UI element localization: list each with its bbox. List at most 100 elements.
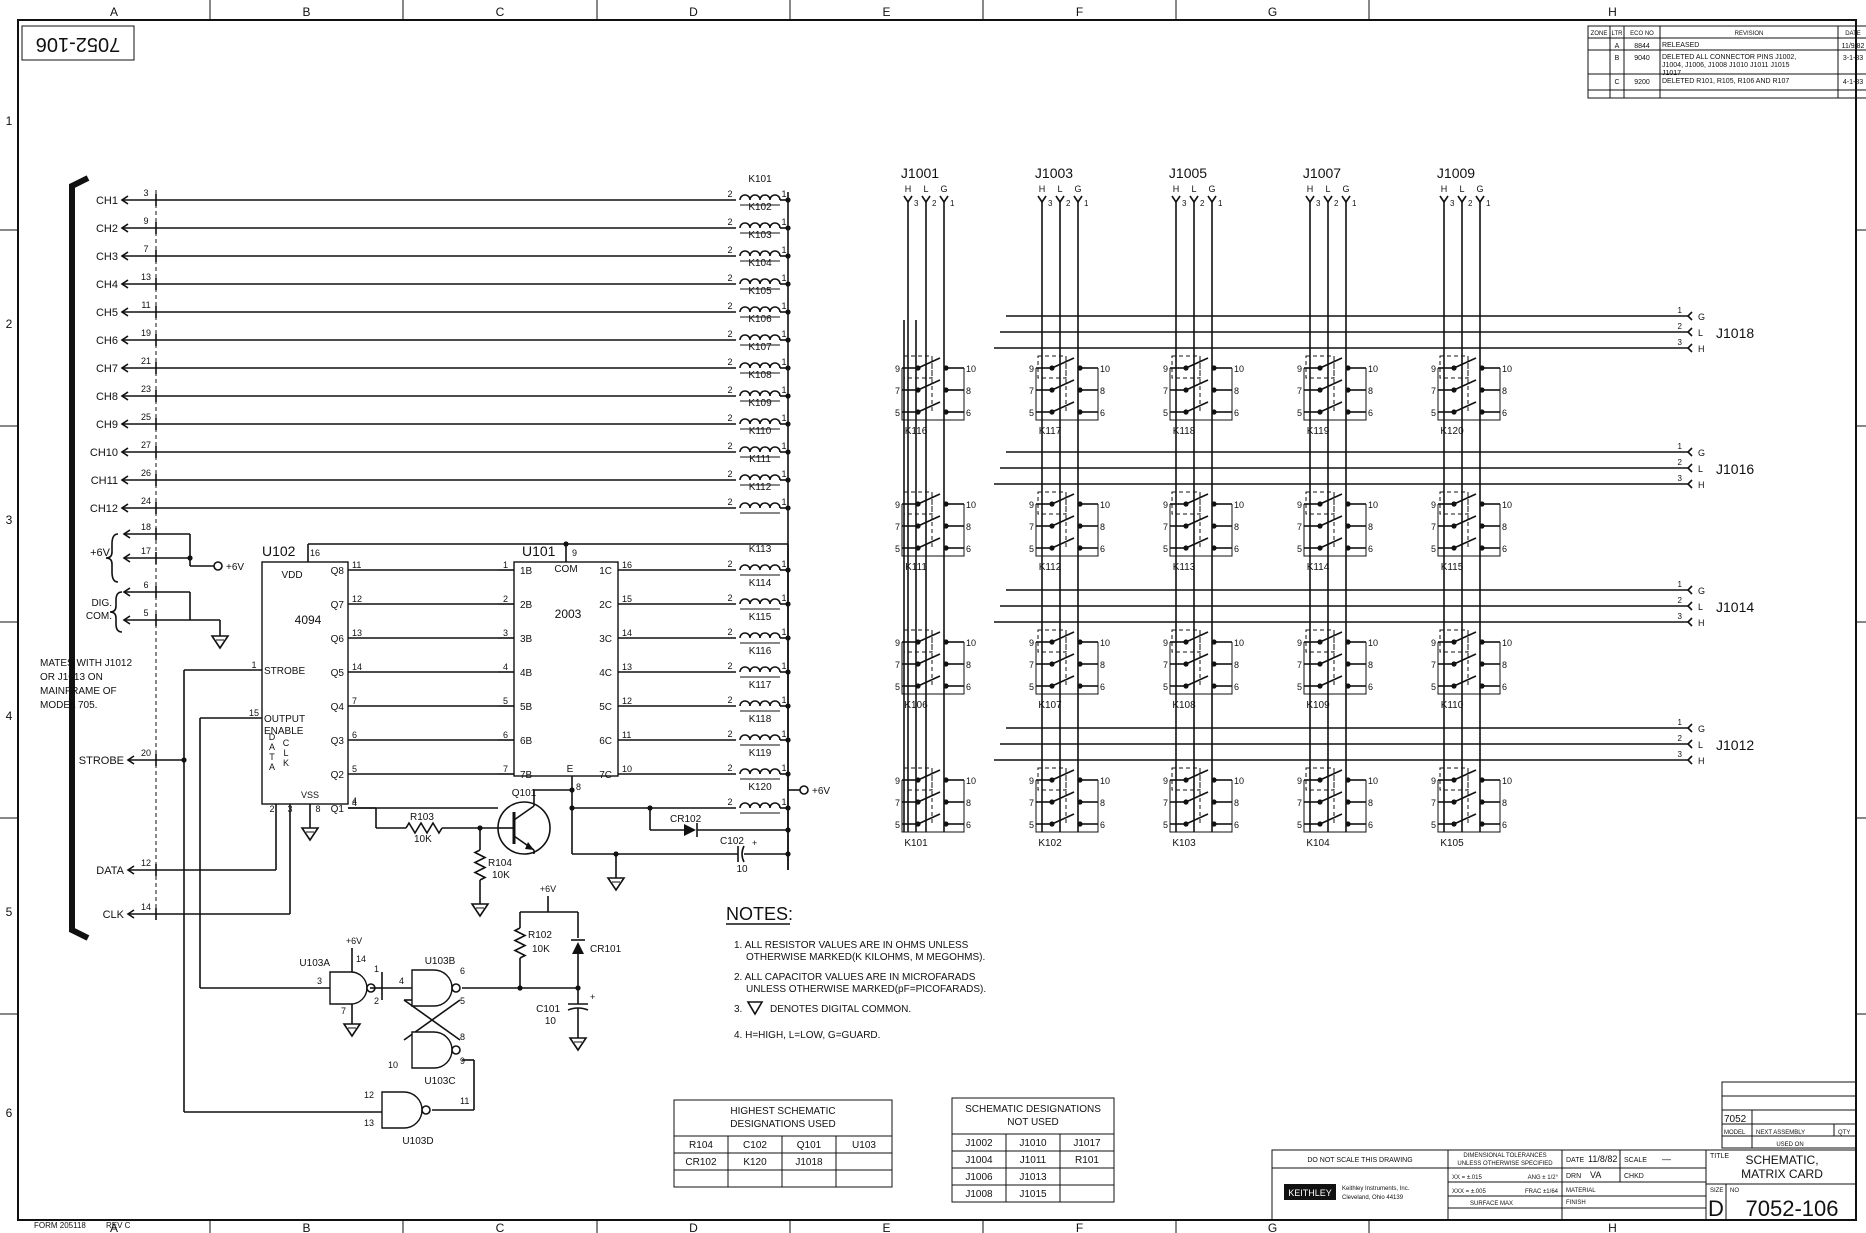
relay-ref: K113 [749,544,772,555]
u102-oe: OUTPUT [264,714,305,725]
relay-ref: K107 [748,342,772,353]
junction-dot [785,421,791,427]
pin-number: 14 [352,662,362,672]
pin-number: 7 [1163,660,1168,670]
cell-outline [1437,368,1501,421]
pin-number: 8 [966,386,971,396]
u101-output-name: 4C [599,668,612,679]
table-cell: J1013 [1019,1172,1047,1183]
contact-blade [1185,401,1209,413]
coil-pin: 1 [781,627,786,637]
contact-blade [917,813,941,825]
hlg-label: L [1057,184,1062,194]
pin-number: 9 [895,776,900,786]
relay-ref: K120 [1440,426,1464,437]
coil-loops [739,390,781,397]
pin-number: 4 [352,796,357,806]
coil-pin: 1 [781,245,786,255]
r104-ref: R104 [488,858,512,869]
channel-label: CH6 [96,335,118,347]
mates-note: MAINFRAME OF [40,686,117,697]
connector-arrow [1341,195,1351,204]
relay-ref: K110 [1441,700,1464,711]
u102-part: 4094 [295,613,322,627]
coil-pin: 2 [727,729,732,739]
contact-blade [1319,515,1343,527]
tb-size-label: SIZE [1710,1188,1723,1194]
relay-ref: K103 [1172,838,1196,849]
connector-arrow [1305,195,1315,204]
pin-number: 7 [1029,386,1034,396]
rev-cell: B [1615,55,1620,62]
relay-ref: K119 [1307,426,1330,437]
contact-blade [1051,515,1075,527]
pin-number: 9 [1431,500,1436,510]
table-title: HIGHEST SCHEMATIC [730,1106,835,1117]
hlg-label: G [1208,184,1215,194]
u102-output-name: Q7 [331,600,345,611]
ground-icon [568,1030,588,1052]
contact-blade [1319,537,1343,549]
connector-pin-number: 6 [143,580,148,590]
pin-number: 1 [1084,199,1089,208]
pin-number: 7 [1029,522,1034,532]
supply-terminal [213,561,223,571]
contact-blade [1051,813,1075,825]
connector-arrow [1475,195,1485,204]
table-cell: J1015 [1019,1189,1047,1200]
coil-pin: 2 [727,385,732,395]
u101-input-name: 7B [520,770,533,781]
rev-header: REVISION [1735,31,1764,37]
hlg-label: G [1698,724,1705,734]
gate-bubble [421,1105,431,1115]
tb-no-label: NO [1730,1188,1739,1194]
note-line: UNLESS OTHERWISE MARKED(pF=PICOFARADS). [746,984,986,995]
pin-number: 8 [315,804,320,814]
pin-number: 9 [460,1056,465,1066]
connector-arrow [1189,195,1199,204]
table-cell: R101 [1075,1155,1099,1166]
ground-triangle [606,877,626,892]
connector-arrow [939,195,949,204]
ground-triangle [568,1037,588,1052]
pin-number: 8 [1234,798,1239,808]
connector-arrow [1439,195,1449,204]
cell-outline [901,504,965,557]
junction-dot [569,787,575,793]
pin-number: 3 [503,628,508,638]
contact-blade [1051,379,1075,391]
ground-icon [210,628,230,650]
connector-arrow [903,195,913,204]
relay-ref: K109 [748,398,772,409]
ground-triangle [300,827,320,842]
pin-number: 9 [1431,638,1436,648]
table-cell: J1011 [1020,1155,1047,1166]
contact-blade [1185,791,1209,803]
coil-loops [739,334,781,341]
tb-scale: — [1662,1154,1671,1164]
pin-number: 1 [1678,580,1683,589]
pin-number: 16 [310,548,320,558]
keithley-logo [1284,1184,1336,1200]
relay-matrix: J1001H3L2G1J1003H3L2G1J1005H3L2G1J1007H3… [895,165,1754,849]
pin-number: 5 [895,544,900,554]
pin-number: 7 [1029,660,1034,670]
pin-number: 1 [1678,442,1683,451]
tb-qty: QTY [1838,1130,1850,1136]
cell-outline [1303,642,1367,695]
contact-blade [917,537,941,549]
pin-number: 8 [1502,660,1507,670]
pin-number: 5 [1163,820,1168,830]
right-connector-ref: J1018 [1716,325,1754,341]
table-title: SCHEMATIC DESIGNATIONS [965,1104,1101,1115]
cr101-ref: CR101 [590,944,622,955]
u102-output-name: Q2 [331,770,345,781]
connector-arrow [1686,755,1693,765]
pin-number: 13 [364,1118,374,1128]
ground-triangle [470,903,490,918]
